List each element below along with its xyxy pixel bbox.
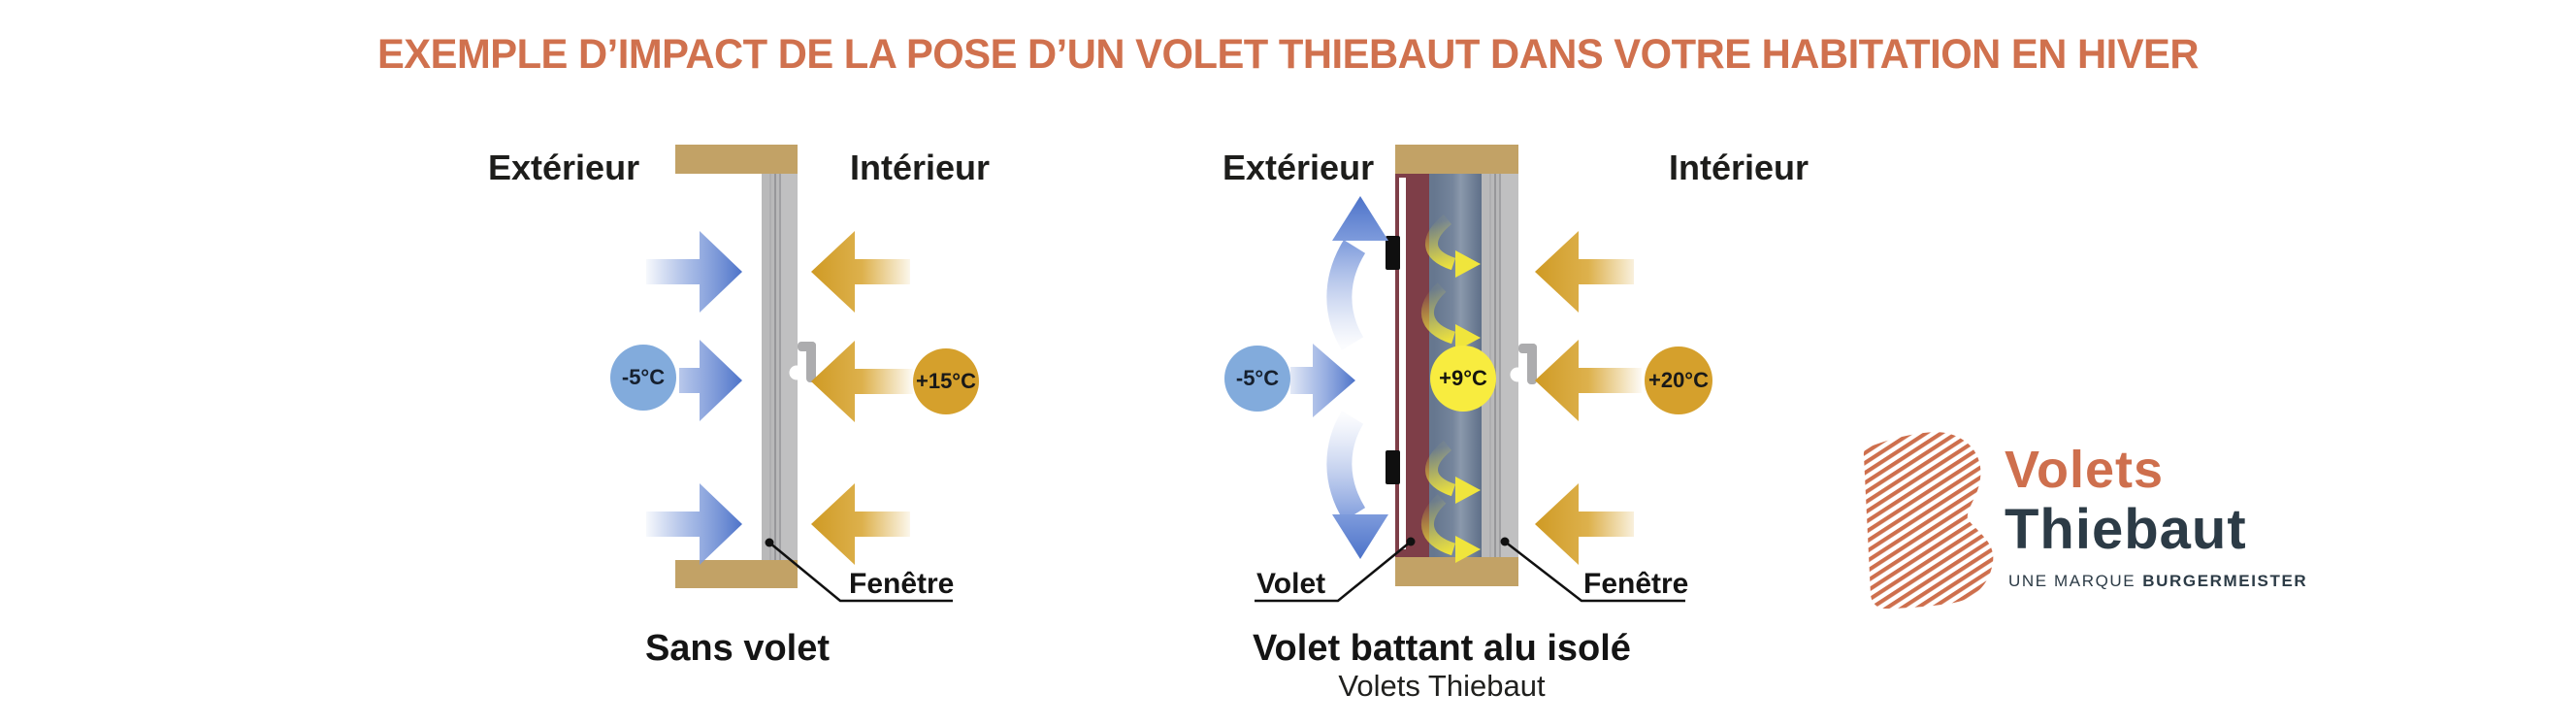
warm-air-arrow (1535, 231, 1634, 313)
deflected-air-down-arrow (1326, 411, 1388, 559)
cold-air-arrow (1290, 344, 1355, 417)
logo-tagline-prefix: UNE MARQUE (2008, 572, 2136, 590)
right-outside-temp-value: -5°C (1235, 366, 1280, 390)
left-exterior-label: Extérieur (488, 148, 640, 187)
shutter-panel-inset (1399, 178, 1406, 549)
cold-air-arrow (646, 231, 742, 313)
shutter-panel (1395, 174, 1429, 557)
gap-temp-badge: +9°C (1430, 346, 1496, 412)
logo-brand-line1: Volets (2005, 441, 2165, 499)
right-inside-temp-badge: +20°C (1645, 346, 1712, 414)
left-window-glass (762, 174, 798, 560)
warm-air-arrow (811, 483, 910, 565)
logo-tagline-brand: BURGERMEISTER (2142, 572, 2308, 590)
left-inside-temp-badge: +15°C (913, 348, 979, 414)
left-caption: Sans volet (644, 628, 831, 669)
right-exterior-label: Extérieur (1223, 148, 1375, 187)
right-subcaption: Volets Thiebaut (1338, 669, 1546, 703)
logo-b-mark-icon (1863, 432, 1994, 609)
right-caption: Volet battant alu isolé (1253, 628, 1631, 669)
right-outside-temp-badge: -5°C (1224, 346, 1290, 412)
logo-brand-line2: Thiebaut (2005, 498, 2247, 561)
logo-tagline: UNE MARQUE BURGERMEISTER (2008, 572, 2307, 591)
right-window-callout-label: Fenêtre (1583, 568, 1689, 600)
left-outside-temp-value: -5°C (621, 365, 666, 389)
shutter-callout-label: Volet (1256, 568, 1326, 600)
gap-temp-value: +9°C (1439, 366, 1487, 390)
warm-air-arrow (811, 231, 910, 313)
left-outside-temp-badge: -5°C (610, 345, 676, 411)
shutter-hinge-icon (1386, 450, 1400, 484)
right-bottom-sill (1395, 557, 1518, 586)
warm-air-arrow (1535, 483, 1634, 565)
deflected-air-up-arrow (1326, 196, 1388, 350)
page-title: EXEMPLE D’IMPACT DE LA POSE D’UN VOLET T… (376, 31, 2200, 78)
warm-air-arrow (811, 341, 913, 422)
left-inside-temp-value: +15°C (915, 369, 976, 393)
left-bottom-sill (675, 560, 798, 588)
left-top-sill (675, 145, 798, 174)
cold-air-arrow (679, 340, 742, 421)
right-top-sill (1395, 145, 1518, 174)
right-inside-temp-value: +20°C (1647, 368, 1709, 392)
shutter-hinge-icon (1386, 236, 1400, 270)
left-interior-label: Intérieur (850, 148, 991, 187)
cold-air-arrow (646, 483, 742, 565)
warm-air-arrow (1535, 340, 1642, 421)
right-interior-label: Intérieur (1669, 148, 1810, 187)
left-window-callout-label: Fenêtre (849, 568, 955, 600)
